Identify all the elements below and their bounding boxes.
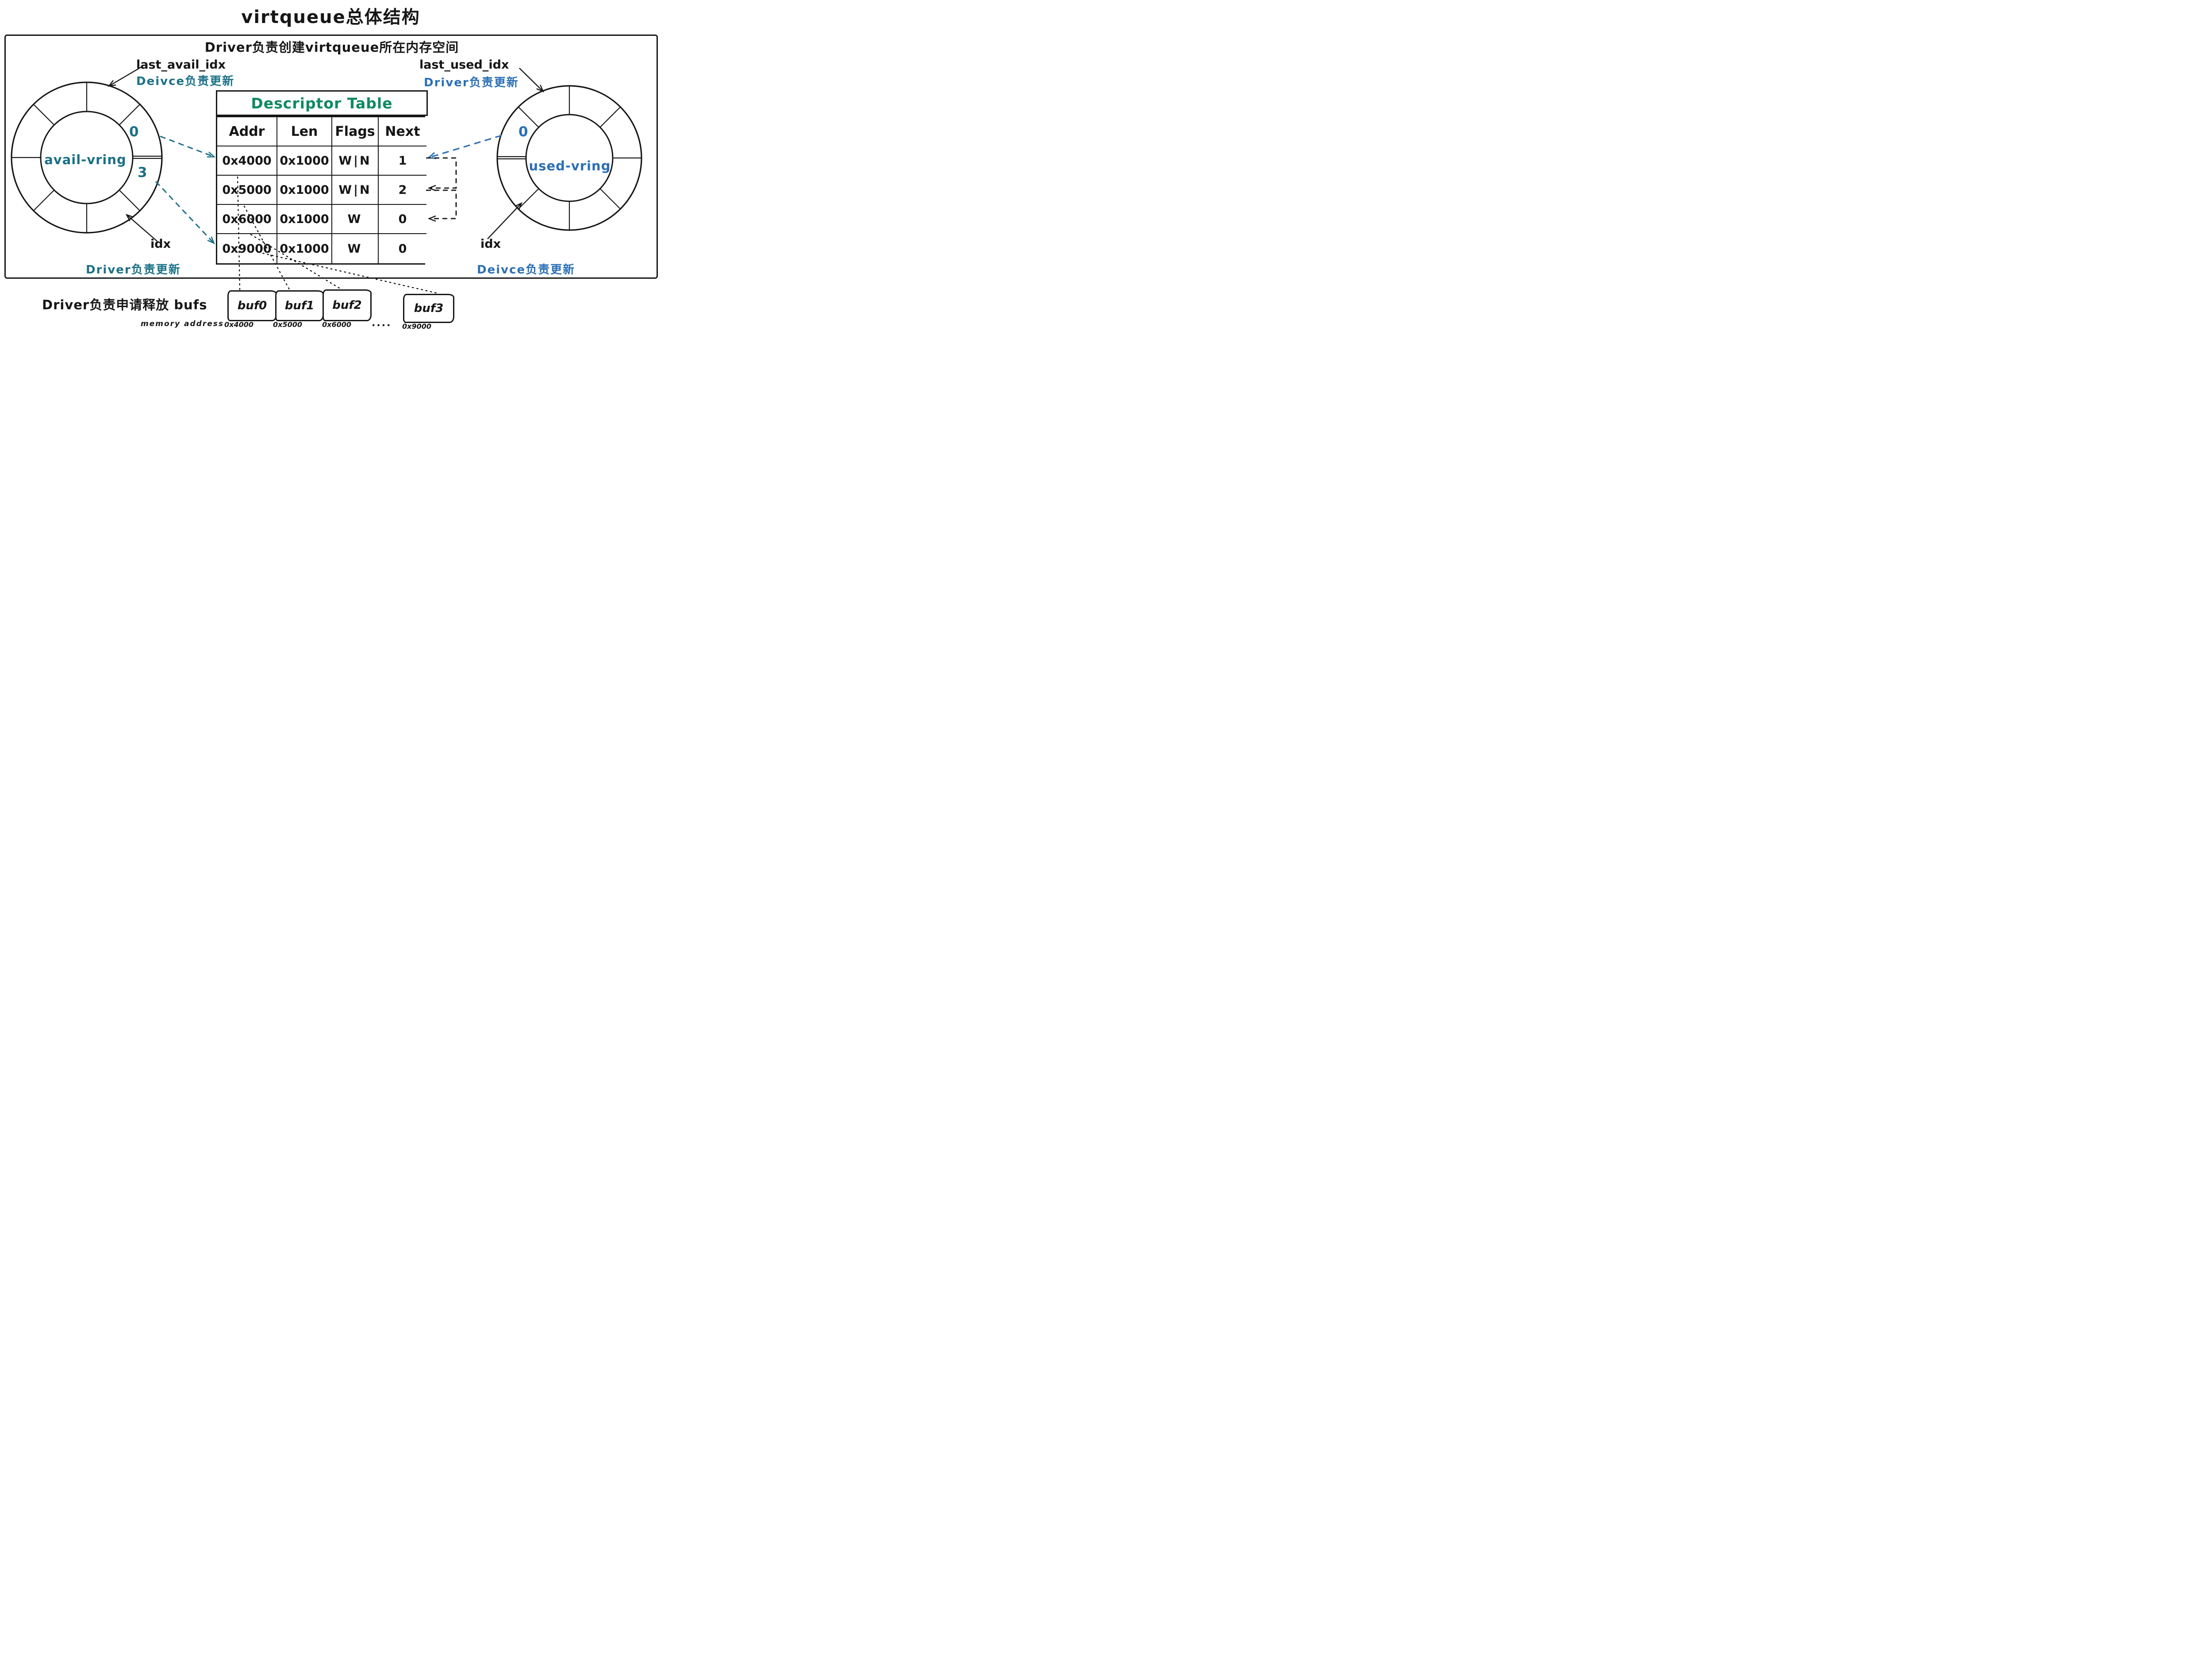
descriptor-table: Addr Len Flags Next 0x4000 0x1000 W|N 1 …: [216, 116, 426, 265]
memory-address-label: memory address: [141, 319, 224, 328]
buffers-note: Driver负责申请释放 bufs: [42, 297, 207, 312]
virtqueue-diagram: virtqueue总体结构 Driver负责创建virtqueue所在内存空间 …: [0, 0, 661, 335]
descriptor-table-title: Descriptor Table: [216, 90, 428, 116]
buffer-box-buf3: buf3: [403, 294, 454, 323]
avail-idx-label: idx: [150, 237, 171, 251]
avail-ring-slot-3: 3: [138, 165, 147, 181]
table-cell-addr: 0x6000: [217, 205, 277, 234]
table-cell-flags: W|N: [332, 146, 379, 176]
last-avail-idx-label: last_avail_idx: [136, 58, 226, 72]
used-ring-name: used-vring: [529, 158, 611, 173]
col-header-flags: Flags: [332, 117, 379, 146]
used-idx-label: idx: [480, 237, 501, 251]
page-title: virtqueue总体结构: [241, 7, 420, 27]
buffer-address-0: 0x4000: [224, 320, 253, 329]
table-cell-addr: 0x5000: [217, 176, 277, 205]
table-cell-addr: 0x4000: [217, 146, 277, 176]
avail-ring-slot-0: 0: [129, 124, 139, 140]
table-cell-flags: W|N: [332, 176, 379, 205]
last-used-idx-label: last_used_idx: [419, 58, 509, 72]
table-cell-len: 0x1000: [277, 146, 332, 176]
col-header-next: Next: [379, 117, 426, 146]
buffer-address-2: 0x6000: [322, 320, 351, 329]
used-idx-owner: Deivce负责更新: [477, 263, 576, 277]
table-cell-next: 0: [379, 205, 426, 234]
table-cell-flags: W: [332, 234, 379, 263]
col-header-addr: Addr: [217, 117, 277, 146]
table-cell-len: 0x1000: [277, 234, 332, 263]
table-cell-next: 2: [379, 176, 426, 205]
buffer-box-buf2: buf2: [323, 289, 372, 321]
buffer-address-3: 0x9000: [402, 322, 431, 331]
table-cell-addr: 0x9000: [217, 234, 277, 263]
buffer-box-buf1: buf1: [275, 290, 324, 321]
table-cell-len: 0x1000: [277, 205, 332, 234]
table-cell-len: 0x1000: [277, 176, 332, 205]
last-used-idx-owner: Driver负责更新: [424, 76, 519, 89]
col-header-len: Len: [277, 117, 332, 146]
buffer-box-buf0: buf0: [227, 290, 277, 321]
avail-ring-name: avail-vring: [44, 152, 127, 167]
memory-region-note: Driver负责创建virtqueue所在内存空间: [204, 40, 459, 55]
table-cell-next: 1: [379, 146, 426, 176]
avail-idx-owner: Driver负责更新: [86, 263, 181, 277]
last-avail-idx-owner: Deivce负责更新: [136, 75, 235, 88]
buffer-address-1: 0x5000: [273, 320, 302, 329]
table-cell-flags: W: [332, 205, 379, 234]
used-ring-slot-0: 0: [518, 124, 528, 140]
table-cell-next: 0: [379, 234, 426, 263]
address-ellipsis: ....: [372, 318, 392, 329]
